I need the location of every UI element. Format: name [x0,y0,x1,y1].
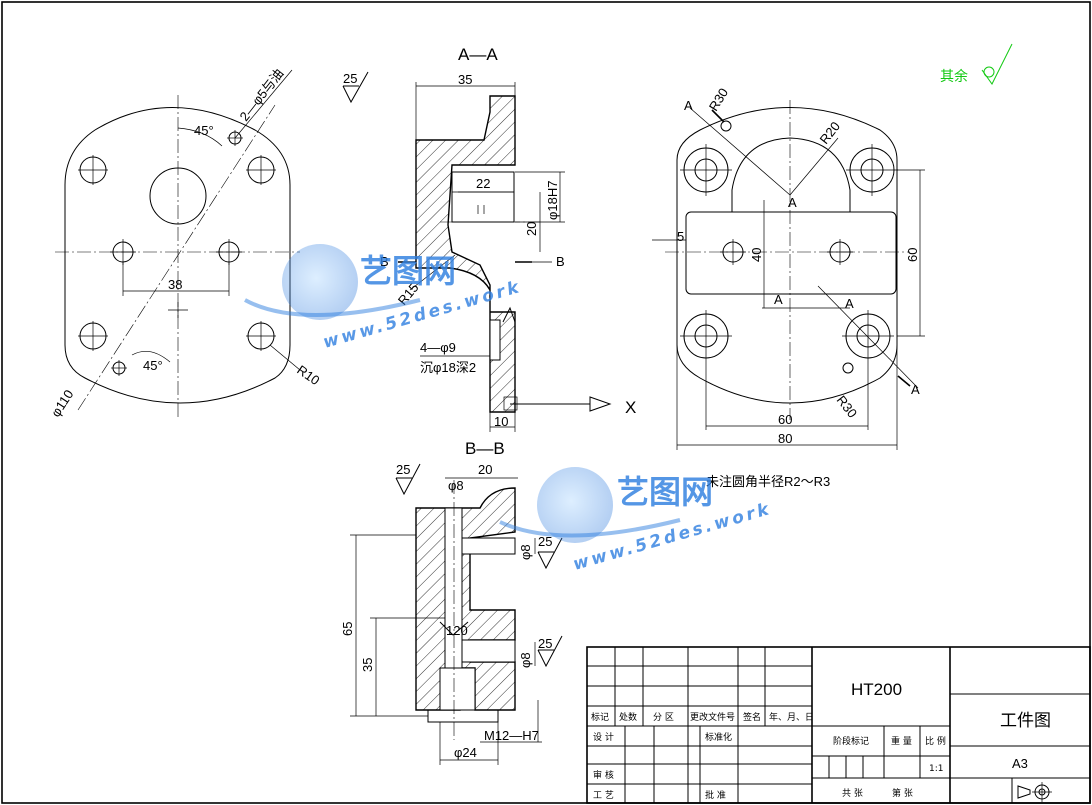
thread-note: M12—H7 [484,728,539,743]
svg-text:艺图网: 艺图网 [617,473,713,511]
dim-angle-45-top: 45° [194,123,214,138]
svg-text:工 艺: 工 艺 [593,790,614,801]
section-a-a: A—A 35 22 20 φ18H7 B B [380,45,636,432]
svg-text:签名: 签名 [743,711,761,723]
central-bore [149,167,207,225]
watermark-logo: 艺图网 www.52des.work [244,244,524,353]
svg-text:25: 25 [396,462,410,477]
dim-5: 5 [677,229,684,244]
dim-phi24: φ24 [454,745,477,760]
roughness-symbol: 25 [342,71,369,104]
flange-outline [64,107,291,404]
svg-text:25: 25 [538,636,552,651]
dim-angle-120: 120 [446,623,468,638]
dim-40: 40 [749,248,764,262]
svg-text:共 张: 共 张 [842,788,863,799]
front-view: 45° 45° 38 2—φ5与油 φ110 R10 [48,66,322,420]
axis-x-label: X [625,398,636,417]
dim-38: 38 [168,277,182,292]
dim-r30-top: R30 [706,85,731,113]
dim-phi18h7: φ18H7 [545,180,560,220]
dim-r30-bottom: R30 [834,393,861,421]
dim-phi8-top: φ8 [448,478,464,493]
svg-text:艺图网: 艺图网 [360,252,456,290]
svg-text:更改文件号: 更改文件号 [690,711,735,723]
dim-oil-holes: 2—φ5与油 [237,66,287,124]
section-mark-a: A [911,382,920,397]
dim-35-bb: 35 [360,658,375,672]
dim-10: 10 [494,414,508,429]
svg-text:阶段标记: 阶段标记 [833,735,869,747]
section-b-right: B [556,254,565,269]
svg-text:标记: 标记 [591,711,609,723]
dim-r10: R10 [294,362,322,388]
sheet-size: A3 [1012,756,1028,771]
dim-angle-45-bottom: 45° [143,358,163,373]
section-mark-a: A [684,98,693,113]
svg-text:比 例: 比 例 [925,735,946,747]
svg-text:批 准: 批 准 [705,789,726,801]
svg-text:第 张: 第 张 [892,787,913,799]
svg-text:25: 25 [538,534,552,549]
projection-symbol [1017,782,1052,802]
unmarked-fillet-note: 未注圆角半径R2～R3 [706,474,830,489]
counterbore-note: 沉φ18深2 [420,360,476,375]
section-bb-title: B—B [465,439,505,458]
dim-phi8-mid: φ8 [518,544,533,560]
finish-note: 其余 [940,43,1013,85]
svg-text:重 量: 重 量 [891,735,912,747]
svg-text:分 区: 分 区 [653,712,674,723]
svg-text:审 核: 审 核 [593,769,614,781]
section-mark-a: A [845,296,854,311]
dim-r20: R20 [817,119,844,147]
section-mark-a: A [774,292,783,307]
section-b-left: B [380,254,389,269]
dim-35: 35 [458,72,472,87]
dim-20: 20 [524,222,539,236]
dim-60-horizontal: 60 [778,412,792,427]
dim-65: 65 [340,622,355,636]
dim-phi-110: φ110 [48,387,76,420]
svg-text:设 计: 设 计 [593,731,614,743]
drawing-name: 工件图 [1000,711,1051,730]
svg-text:年、月、日: 年、月、日 [769,711,814,723]
svg-text:其余: 其余 [940,68,968,85]
svg-text:处数: 处数 [619,711,637,723]
section-b-b: B—B 20 φ8 65 35 120 φ8 φ8 M12—H7 φ24 [340,439,563,765]
title-block: 标记 处数 分 区 更改文件号 签名 年、月、日 设 计 标准化 阶段标记 重 … [586,646,1091,804]
section-aa-title: A—A [458,45,498,64]
dim-60-vertical: 60 [905,248,920,262]
scale-value: 1:1 [929,764,943,774]
material-name: HT200 [851,680,902,699]
svg-text:25: 25 [343,71,357,86]
right-view-outline [676,107,898,404]
dim-22: 22 [476,176,490,191]
section-mark-a: A [788,195,797,210]
dim-phi8-low: φ8 [518,652,533,668]
holes-note: 4—φ9 [420,340,456,355]
right-view: 40 60 60 80 5 R30 R20 R30 A A A A A [652,85,925,450]
dim-80: 80 [778,431,792,446]
dim-20-bb: 20 [478,462,492,477]
svg-text:标准化: 标准化 [705,731,732,743]
